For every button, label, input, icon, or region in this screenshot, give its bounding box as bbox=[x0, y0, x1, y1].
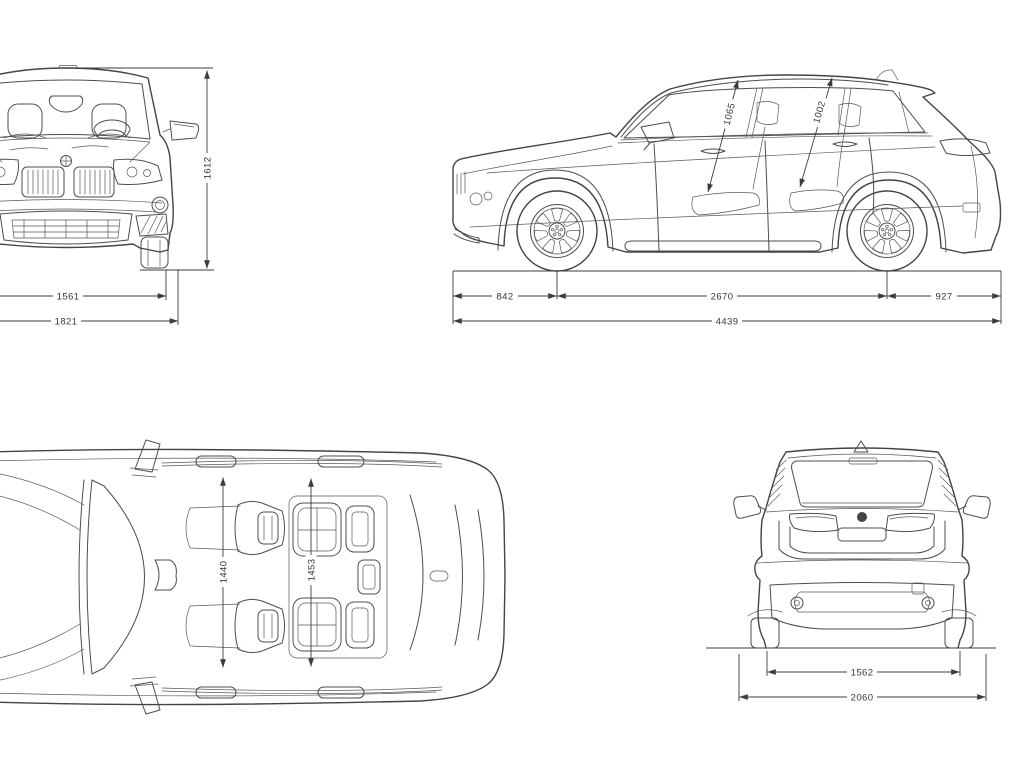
headlight-left bbox=[0, 158, 19, 185]
license-plate-recess bbox=[837, 527, 887, 542]
rear-overhang-value: 927 bbox=[935, 291, 952, 302]
dim-front-track-label: 1561 bbox=[53, 290, 83, 302]
top-view: 1440 1453 bbox=[0, 439, 506, 715]
side-view: 1065 1002 842 2670 927 bbox=[452, 69, 1002, 327]
rear-headroom-dimension-line bbox=[799, 77, 833, 188]
front-dimensions: 1612 1561 1821 bbox=[0, 67, 214, 327]
dim-rear-overhang-label: 927 bbox=[931, 290, 957, 302]
dim-rear-headroom-label: 1002 bbox=[809, 96, 829, 128]
taillight-left bbox=[789, 512, 839, 533]
top-mirror-upper bbox=[129, 439, 161, 478]
dim-front-interior-width-label: 1440 bbox=[217, 557, 229, 587]
side-car-drawing bbox=[452, 69, 1002, 272]
brand-badge bbox=[857, 512, 867, 522]
front-headroom-value: 1065 bbox=[722, 102, 738, 127]
lower-air-intake bbox=[0, 210, 133, 245]
rear-bumper-lower bbox=[769, 582, 955, 630]
front-seat-side bbox=[691, 101, 780, 216]
rear-window bbox=[791, 457, 933, 508]
dim-rear-track-label: 1562 bbox=[847, 666, 877, 678]
taillight-right bbox=[885, 512, 935, 533]
overall-height-value: 1612 bbox=[202, 157, 213, 180]
side-mirror-right bbox=[162, 120, 200, 141]
rear-view: 1562 2060 bbox=[706, 440, 996, 703]
rear-dimensions: 1562 2060 bbox=[706, 647, 996, 703]
rear-car-drawing bbox=[733, 440, 991, 649]
front-track-value: 1561 bbox=[57, 291, 80, 302]
rearview-mirror-top bbox=[154, 559, 177, 591]
rear-interior-width-value: 1453 bbox=[306, 559, 317, 582]
overall-length-value: 4439 bbox=[716, 316, 739, 327]
top-mirror-lower bbox=[129, 676, 161, 715]
bumper-vent-right bbox=[135, 213, 169, 237]
dim-rear-interior-width-label: 1453 bbox=[305, 555, 317, 585]
dim-front-headroom-label: 1065 bbox=[720, 98, 738, 130]
headlight-right bbox=[113, 158, 163, 185]
rear-mirror-left bbox=[733, 495, 767, 519]
front-headroom-dimension-line bbox=[707, 79, 739, 193]
dim-wheelbase-label: 2670 bbox=[707, 290, 737, 302]
side-mirror bbox=[640, 121, 675, 151]
fog-light-right bbox=[151, 196, 169, 214]
front-car-drawing bbox=[0, 65, 200, 269]
overall-width-mirrors-value: 2060 bbox=[851, 692, 874, 703]
rear-wheel bbox=[846, 190, 928, 272]
taillight-side bbox=[939, 138, 991, 156]
rear-seats-top bbox=[288, 495, 388, 659]
wheelbase-value: 2670 bbox=[711, 291, 734, 302]
dim-overall-length-label: 4439 bbox=[712, 315, 742, 327]
dim-front-overhang-label: 842 bbox=[492, 290, 518, 302]
top-car-drawing bbox=[0, 439, 506, 715]
rear-track-value: 1562 bbox=[851, 667, 874, 678]
front-wheel bbox=[516, 190, 598, 272]
side-dimensions: 1065 1002 842 2670 927 bbox=[452, 77, 1002, 327]
rear-seat-side bbox=[789, 103, 862, 212]
front-interior-width-value: 1440 bbox=[218, 561, 229, 584]
dim-overall-width-mirrors-label: 2060 bbox=[847, 691, 877, 703]
dim-overall-width-label: 1821 bbox=[51, 315, 81, 327]
kidney-grille bbox=[21, 166, 115, 198]
rear-mirror-right bbox=[957, 495, 991, 519]
front-view: 1612 1561 1821 bbox=[0, 65, 214, 327]
front-wheel-right bbox=[140, 236, 169, 269]
front-seats-top bbox=[185, 500, 285, 654]
overall-width-value: 1821 bbox=[55, 316, 78, 327]
dim-overall-height-label: 1612 bbox=[201, 153, 213, 183]
rear-headroom-value: 1002 bbox=[811, 100, 828, 125]
front-overhang-value: 842 bbox=[496, 291, 513, 302]
top-dimensions: 1440 1453 bbox=[217, 477, 317, 668]
